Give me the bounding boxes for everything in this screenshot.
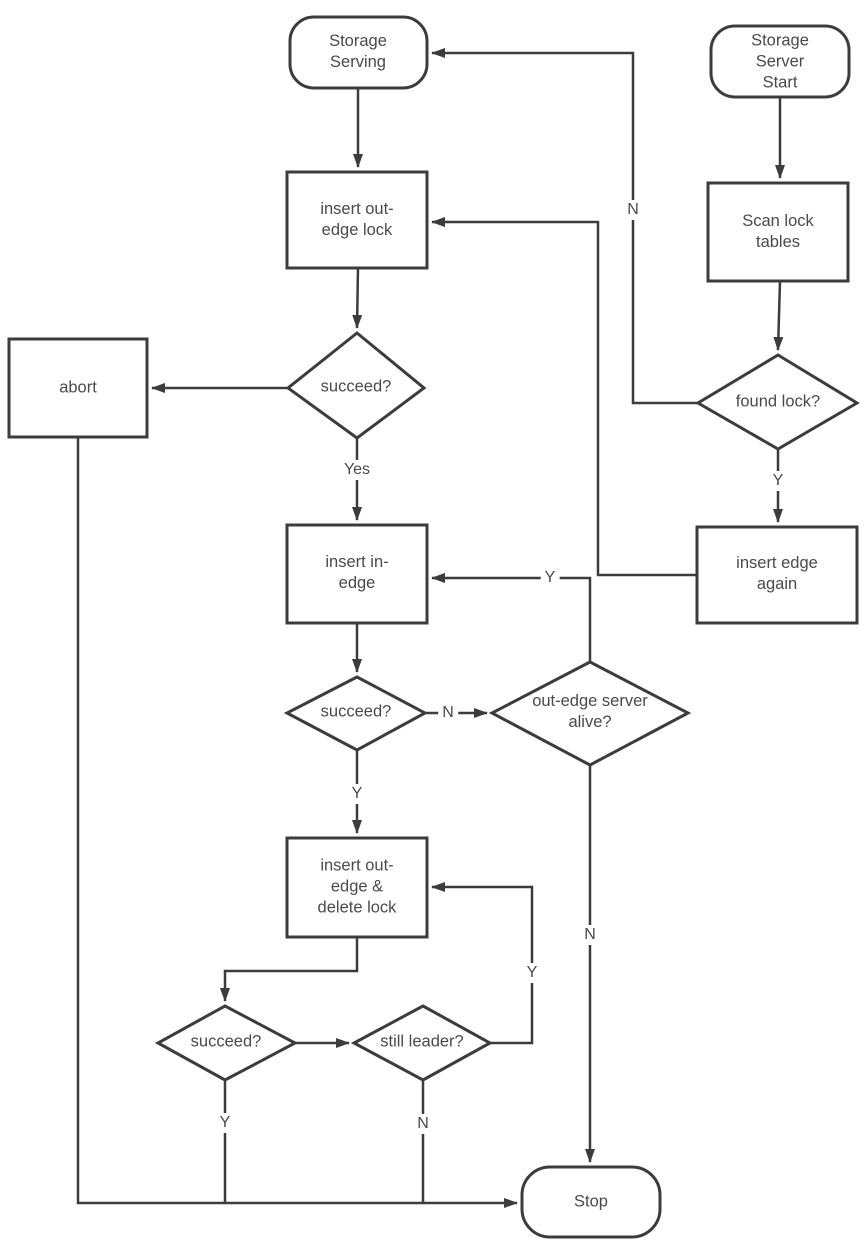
succeed-3-label: succeed? [190, 1032, 262, 1051]
insert-edge-again-label: insert edge again [736, 554, 818, 593]
scan-lock-tables-label: Scan lock tables [742, 212, 814, 251]
stop-shape [520, 1165, 662, 1239]
edge-label-succeed-2-n: N [438, 703, 458, 723]
insert-out-edge-lock-shape [285, 170, 429, 270]
abort-label: abort [59, 378, 97, 397]
edge-label-succeed-1-yes: Yes [339, 460, 375, 480]
abort-shape [7, 337, 149, 439]
edge-label-alive-y: Y [540, 568, 560, 588]
edge-foundlock-n-to-serving [431, 48, 698, 405]
storage-serving-label: Storage Serving [329, 32, 387, 71]
edge-deletelock-to-succeed3 [220, 937, 359, 1002]
succeed-2-shape [283, 675, 429, 752]
insert-out-edge-delete-lock-shape [285, 836, 429, 939]
edge-abort-to-stop [76, 437, 518, 1208]
found-lock-shape [695, 353, 860, 451]
insert-in-edge-shape [285, 523, 429, 625]
storage-server-start-shape [709, 24, 851, 99]
edge-alive-y-to-insertinedge [431, 573, 592, 662]
edge-label-found-lock-y: Y [768, 471, 788, 491]
storage-server-start-label: Storage Server Start [751, 31, 809, 92]
edge-label-found-lock-n: N [623, 200, 643, 220]
scan-lock-tables-shape [706, 181, 850, 283]
out-edge-server-alive-shape [488, 660, 692, 767]
insert-out-edge-delete-lock-label: insert out-edge & delete lock [317, 856, 397, 917]
edge-label-still-leader-n: N [413, 1114, 433, 1134]
edge-label-alive-n: N [580, 925, 600, 945]
still-leader-label: still leader? [380, 1032, 464, 1051]
edge-label-succeed-2-y: Y [347, 784, 367, 804]
edge-label-still-leader-y: Y [522, 963, 542, 983]
out-edge-server-alive-label: out-edge server alive? [532, 692, 648, 731]
succeed-2-label: succeed? [320, 702, 392, 721]
succeed-3-shape [154, 1004, 299, 1082]
still-leader-shape [350, 1004, 494, 1082]
succeed-1-shape [285, 331, 427, 440]
edge-insertedgeagain-to-outedgelock [431, 217, 697, 577]
stop-label: Stop [574, 1192, 608, 1211]
insert-in-edge-label: insert in-edge [325, 553, 389, 592]
storage-serving-shape [288, 15, 429, 90]
edge-scan-to-foundlock [773, 280, 784, 351]
edge-outedgelock-to-succeed1 [352, 267, 363, 329]
insert-out-edge-lock-label: insert out-edge lock [320, 200, 394, 239]
insert-edge-again-shape [695, 525, 859, 625]
succeed-1-label: succeed? [320, 377, 392, 396]
edge-label-succeed-3-y: Y [215, 1113, 235, 1133]
found-lock-label: found lock? [735, 392, 821, 411]
